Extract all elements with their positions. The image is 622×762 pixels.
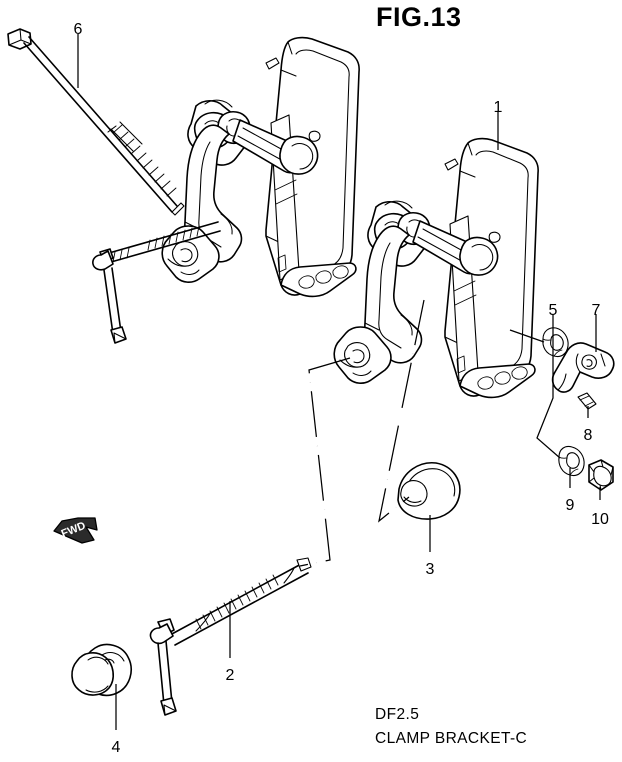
- part-3-swivel-pad-art: [397, 462, 461, 520]
- part-2-clamp-screw-art: [149, 557, 312, 716]
- left-clamp-bracket-art: [92, 36, 360, 344]
- part-9-spacer-art: [558, 445, 585, 477]
- fwd-label: FWD: [59, 519, 88, 541]
- figure-title: FIG.13: [376, 2, 462, 32]
- callout-leader-lines: [77, 34, 601, 730]
- callout-8[interactable]: 8: [583, 427, 593, 444]
- callout-5[interactable]: 5: [548, 302, 558, 319]
- part-5-washer-art: [542, 327, 569, 358]
- assembly-name-caption: CLAMP BRACKET-C: [375, 730, 528, 747]
- callout-1[interactable]: 1: [493, 99, 503, 116]
- part-6-through-bolt-art: [7, 28, 185, 216]
- callout-9[interactable]: 9: [565, 497, 575, 514]
- part-7-wing-handle-art: [551, 342, 615, 393]
- callout-10[interactable]: 10: [591, 511, 609, 528]
- model-code-caption: DF2.5: [375, 706, 420, 723]
- part-10-hex-nut-art: [588, 459, 614, 491]
- fwd-arrow-icon: [53, 517, 98, 544]
- callout-7[interactable]: 7: [591, 302, 601, 319]
- callout-6[interactable]: 6: [73, 21, 83, 38]
- part-1-clamp-bracket-art: [333, 137, 539, 399]
- part-8-pin-art: [577, 392, 597, 410]
- part-4-knob-cap-art: [71, 643, 132, 697]
- callout-3[interactable]: 3: [425, 561, 435, 578]
- assembly-reference-lines: [299, 299, 425, 567]
- fwd-marker: FWD: [44, 512, 102, 554]
- callout-4[interactable]: 4: [111, 739, 121, 756]
- callout-2[interactable]: 2: [225, 667, 235, 684]
